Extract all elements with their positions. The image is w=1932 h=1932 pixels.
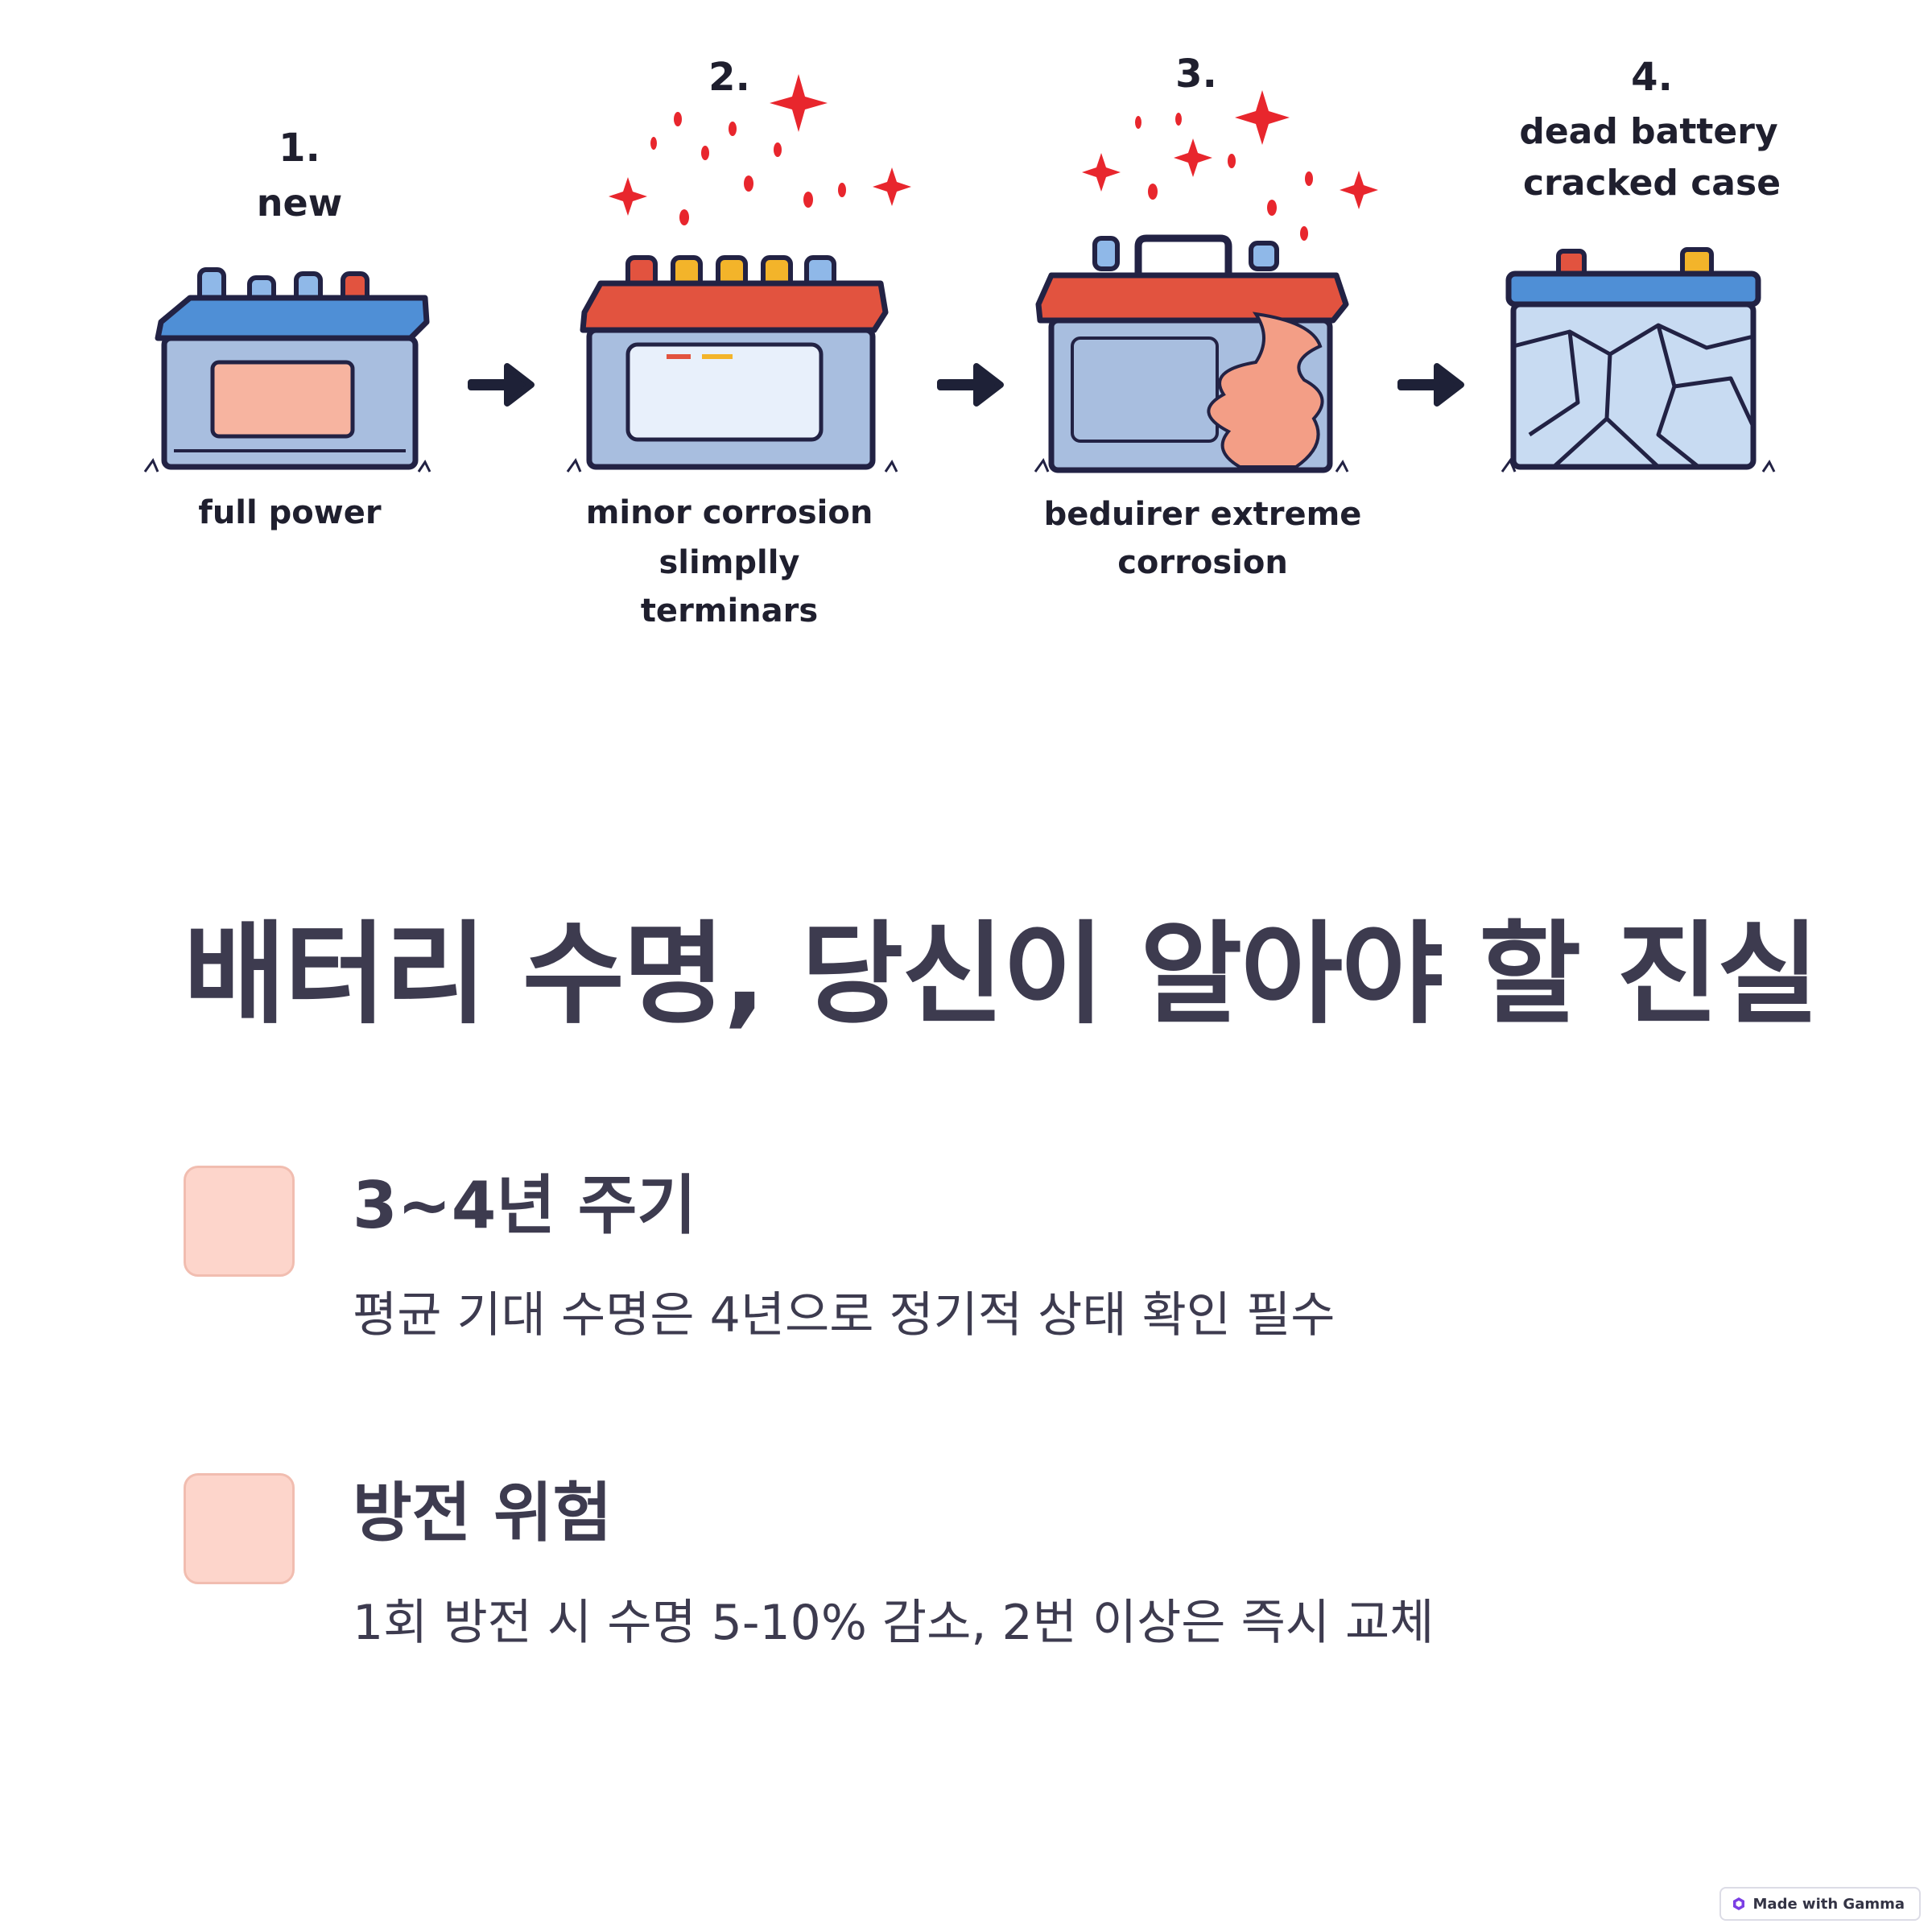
- arrow-right-icon: [468, 363, 535, 407]
- gamma-logo-icon: [1732, 1897, 1744, 1910]
- stage-3-caption-line-2: corrosion: [1117, 544, 1288, 581]
- badge-label: Made with Gamma: [1752, 1895, 1905, 1913]
- feature-item-discharge-risk: 방전 위험 1회 방전 시 수명 5-10% 감소, 2번 이상은 즉시 교체: [184, 1473, 1794, 1682]
- feature-description: 평균 기대 수명은 4년으로 정기적 상태 확인 필수: [353, 1287, 1335, 1344]
- page-title: 배터리 수명, 당신이 알아야 할 진실: [184, 910, 1819, 1039]
- stage-4-number: 4.: [1631, 55, 1673, 100]
- corroded-battery-icon: [566, 255, 898, 473]
- arrow-right-icon: [937, 363, 1004, 407]
- battery-lifecycle-illustration: 1. new full power 2.: [143, 52, 1781, 630]
- stage-4-label-line-2: cracked case: [1523, 163, 1781, 204]
- stage-3-caption-line-1: beduirer extreme: [1044, 496, 1362, 533]
- stage-2-caption-line-1: minor corrosion: [586, 494, 873, 531]
- corroded-battery-icon: [1034, 234, 1349, 473]
- stage-4-dead-battery: 4. dead battery cracked case: [1501, 55, 1781, 473]
- stage-1-number: 1.: [279, 126, 320, 171]
- stage-2-caption-line-2: slimplly: [658, 544, 799, 581]
- stage-1-caption: full power: [198, 494, 381, 531]
- made-with-gamma-badge[interactable]: Made with Gamma: [1719, 1887, 1921, 1921]
- stage-4-label-line-1: dead battery: [1519, 111, 1777, 152]
- stage-1-new: 1. new full power: [143, 126, 431, 531]
- cracked-battery-icon: [1501, 247, 1776, 473]
- feature-description: 1회 방전 시 수명 5-10% 감소, 2번 이상은 즉시 교체: [353, 1595, 1435, 1651]
- stage-3-number: 3.: [1175, 52, 1217, 97]
- feature-heading: 3~4년 주기: [353, 1168, 697, 1243]
- feature-icon-box: [184, 1473, 295, 1584]
- stage-2-minor-corrosion: 2. minor corros: [566, 55, 911, 630]
- stage-2-caption-line-3: terminars: [641, 592, 818, 630]
- feature-item-lifespan-cycle: 3~4년 주기 평균 기대 수명은 4년으로 정기적 상태 확인 필수: [184, 1166, 1794, 1375]
- feature-icon-box: [184, 1166, 295, 1277]
- stage-1-label: new: [257, 181, 342, 225]
- spark-icon: [1082, 90, 1378, 241]
- new-battery-icon: [143, 267, 431, 473]
- spark-icon: [609, 74, 911, 225]
- stage-3-extreme-corrosion: 3. beduirer extreme corrosion: [1034, 52, 1378, 581]
- stage-2-number: 2.: [708, 55, 750, 100]
- arrow-right-icon: [1397, 363, 1464, 407]
- feature-heading: 방전 위험: [353, 1476, 613, 1550]
